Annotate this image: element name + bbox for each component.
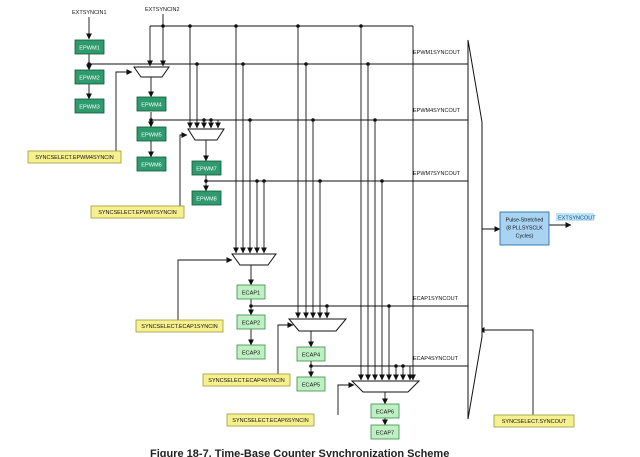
ecap4-block: ECAP4: [296, 346, 326, 362]
epwm1-label: EPWM1: [79, 46, 100, 52]
extsyncin2-label: EXTSYNCIN2: [145, 7, 180, 13]
ecap2-label: ECAP2: [242, 321, 260, 327]
mux-ecap4: [287, 318, 348, 332]
ecap2-block: ECAP2: [236, 314, 266, 330]
syncselect-epwm4-label: SYNCSELECT.EPWM4SYNCIN: [35, 155, 114, 161]
epwm2-label: EPWM2: [79, 76, 100, 82]
syncselect-ecap1-box: SYNCSELECT.ECAP1SYNCIN: [135, 319, 224, 333]
epwm4-syncout-label: EPWM4SYNCOUT: [413, 108, 461, 114]
mux-ecap1: [231, 253, 277, 266]
epwm1-block: EPWM1: [74, 39, 105, 55]
epwm2-block: EPWM2: [74, 69, 105, 85]
ecap1-block: ECAP1: [236, 284, 266, 300]
epwm8-block: EPWM8: [191, 190, 222, 206]
syncselect-ecap1-label: SYNCSELECT.ECAP1SYNCIN: [141, 324, 217, 330]
extsyncout-label: EXTSYNCOUT: [558, 215, 596, 221]
syncselect-ecap4-box: SYNCSELECT.ECAP4SYNCIN: [202, 373, 291, 387]
syncselect-epwm7-label: SYNCSELECT.EPWM7SYNCIN: [98, 210, 177, 216]
pulse-line-2: (8 PLLSYSCLK: [506, 226, 543, 232]
figure-caption: Figure 18-7. Time-Base Counter Synchroni…: [150, 448, 450, 457]
syncselect-ecap6-box: SYNCSELECT.ECAP6SYNCIN: [226, 413, 315, 427]
syncselect-epwm7-box: SYNCSELECT.EPWM7SYNCIN: [90, 205, 185, 219]
epwm5-block: EPWM5: [136, 126, 167, 142]
ecap7-label: ECAP7: [376, 431, 394, 437]
ecap4-label: ECAP4: [302, 353, 320, 359]
epwm5-label: EPWM5: [141, 133, 162, 139]
ecap1-syncout-label: ECAP1SYNCOUT: [413, 296, 459, 302]
ecap5-label: ECAP5: [302, 383, 320, 389]
junction-dots: [87, 24, 405, 368]
epwm7-label: EPWM7: [196, 167, 217, 173]
ecap3-block: ECAP3: [236, 344, 266, 360]
epwm1-syncout-label: EPWM1SYNCOUT: [413, 50, 461, 56]
epwm3-block: EPWM3: [74, 98, 105, 114]
epwm8-label: EPWM8: [196, 197, 217, 203]
epwm3-label: EPWM3: [79, 105, 100, 111]
syncselect-syncout-box: SYNCSELECT.SYNCOUT: [493, 414, 575, 428]
ecap5-block: ECAP5: [296, 376, 326, 392]
pulse-line-3: Cycles): [516, 234, 534, 240]
mux-ecap6: [350, 380, 421, 393]
extsyncout-highlight: [556, 213, 594, 221]
mux-epwm4: [133, 66, 170, 78]
pulse-line-1: Pulse-Stretched: [506, 218, 544, 224]
epwm4-block: EPWM4: [136, 96, 167, 112]
mux-syncout: [467, 39, 483, 420]
epwm7-syncout-label: EPWM7SYNCOUT: [413, 171, 461, 177]
epwm7-block: EPWM7: [191, 160, 222, 176]
ecap6-block: ECAP6: [370, 403, 400, 419]
epwm6-block: EPWM6: [136, 156, 167, 172]
syncselect-epwm4-box: SYNCSELECT.EPWM4SYNCIN: [27, 150, 122, 164]
ecap3-label: ECAP3: [242, 351, 260, 357]
ecap6-label: ECAP6: [376, 410, 394, 416]
ecap4-syncout-label: ECAP4SYNCOUT: [413, 356, 459, 362]
syncselect-ecap4-label: SYNCSELECT.ECAP4SYNCIN: [208, 378, 284, 384]
mux-epwm7: [187, 128, 225, 141]
syncselect-syncout-label: SYNCSELECT.SYNCOUT: [502, 419, 567, 425]
wires: [86, 14, 572, 426]
extsyncin1-label: EXTSYNCIN1: [72, 10, 107, 16]
epwm4-label: EPWM4: [141, 103, 162, 109]
epwm6-label: EPWM6: [141, 163, 162, 169]
ecap7-block: ECAP7: [370, 424, 400, 440]
pulse-stretched-block: Pulse-Stretched (8 PLLSYSCLK Cycles): [499, 211, 550, 246]
syncselect-ecap6-label: SYNCSELECT.ECAP6SYNCIN: [232, 418, 308, 424]
ecap1-label: ECAP1: [242, 291, 260, 297]
